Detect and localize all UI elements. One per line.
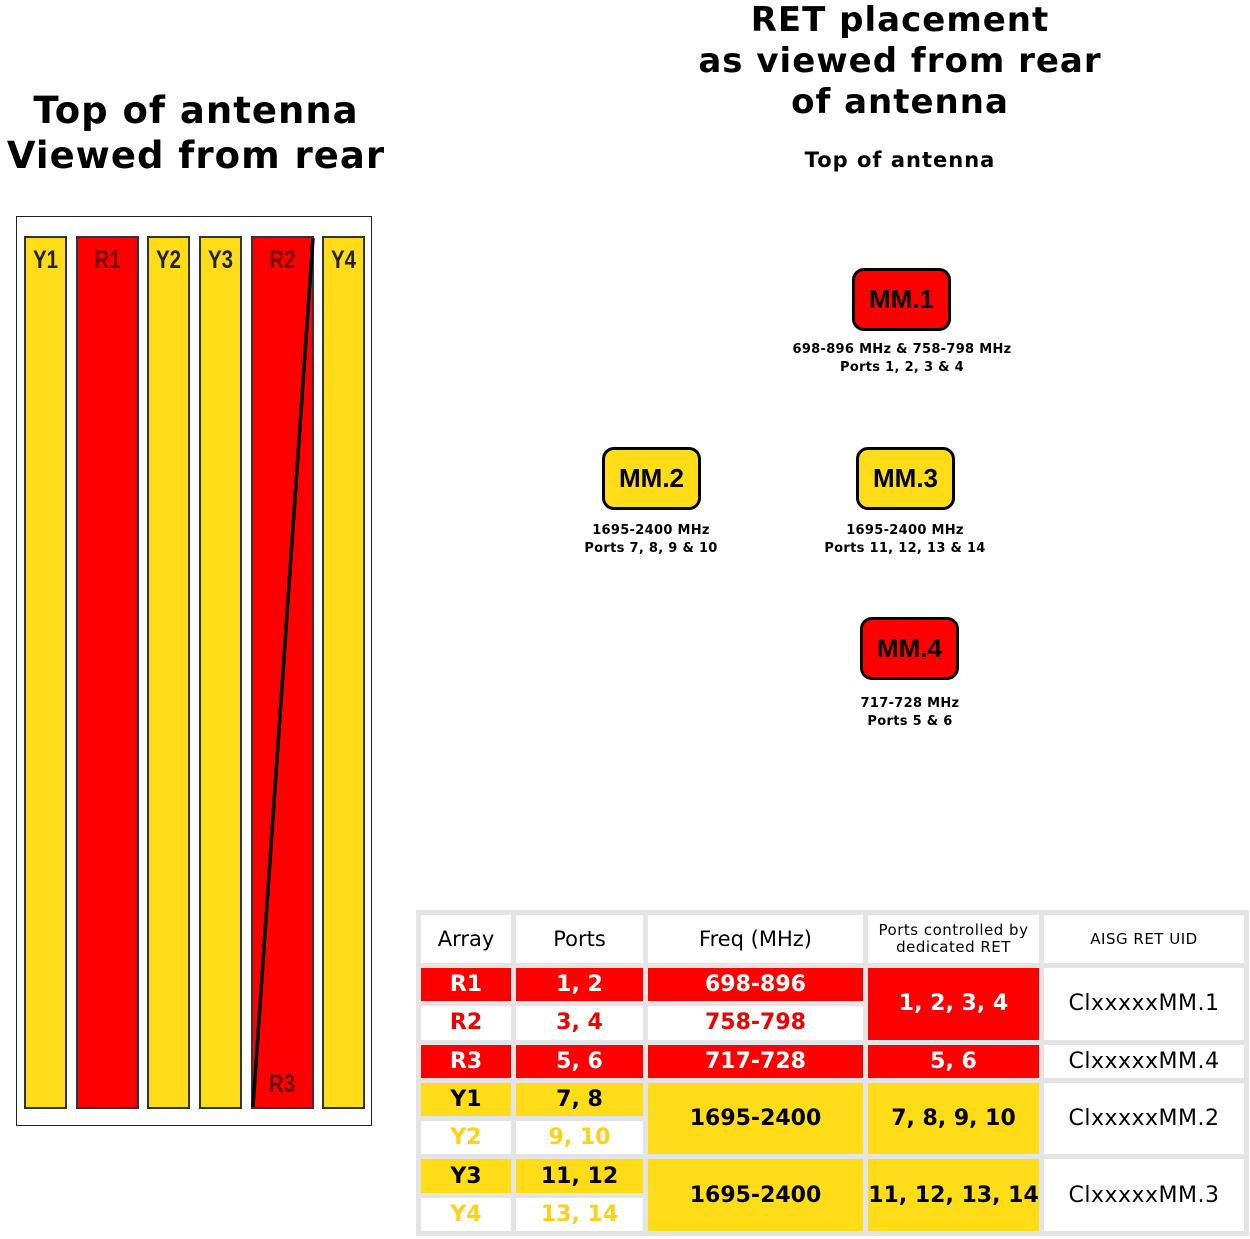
table-row: Y4 13, 14 — [421, 1197, 1244, 1231]
ret-unit-mm3-freq: 1695-2400 MHz — [846, 523, 964, 538]
ret-unit-mm2: MM.2 — [602, 447, 701, 510]
cell-freq-r2: 758-798 — [648, 1006, 863, 1040]
cell-array-r1: R1 — [421, 968, 511, 1002]
ret-unit-mm2-freq: 1695-2400 MHz — [592, 523, 710, 538]
ret-unit-mm3-caption: 1695-2400 MHz Ports 11, 12, 13 & 14 — [805, 522, 1005, 558]
ret-unit-mm3: MM.3 — [856, 447, 955, 510]
array-label-y2: Y2 — [155, 246, 182, 274]
cell-controlled-mm3: 11, 12, 13, 14 — [868, 1159, 1039, 1231]
cell-uid-mm2: ClxxxxxMM.2 — [1044, 1082, 1244, 1155]
ret-unit-mm4-ports: Ports 5 & 6 — [867, 714, 953, 729]
cell-array-r2: R2 — [421, 1006, 511, 1040]
cell-uid-mm1: ClxxxxxMM.1 — [1044, 968, 1244, 1040]
ret-placement-heading: RET placement as viewed from rear of ant… — [650, 0, 1150, 123]
cell-ports-y3: 11, 12 — [516, 1159, 643, 1193]
cell-freq-r1: 698-896 — [648, 968, 863, 1002]
cell-array-y3: Y3 — [421, 1159, 511, 1193]
ret-unit-mm1-ports: Ports 1, 2, 3 & 4 — [840, 360, 964, 375]
array-label-r1: R1 — [94, 246, 121, 274]
cell-ports-y1: 7, 8 — [516, 1082, 643, 1117]
array-column-y1 — [24, 236, 67, 1109]
ret-unit-mm1-caption: 698-896 MHz & 758-798 MHz Ports 1, 2, 3 … — [752, 341, 1052, 377]
cell-controlled-mm1: 1, 2, 3, 4 — [868, 968, 1039, 1040]
cell-uid-mm4: ClxxxxxMM.4 — [1044, 1044, 1244, 1078]
cell-ports-r3: 5, 6 — [516, 1044, 643, 1078]
cell-array-y2: Y2 — [421, 1121, 511, 1155]
cell-array-y4: Y4 — [421, 1197, 511, 1231]
antenna-view-heading: Top of antenna Viewed from rear — [0, 88, 392, 178]
array-column-y2 — [147, 236, 190, 1109]
cell-uid-mm3: ClxxxxxMM.3 — [1044, 1159, 1244, 1231]
array-column-r2 — [251, 236, 314, 1109]
cell-freq-mm2: 1695-2400 — [648, 1082, 863, 1155]
cell-ports-y2: 9, 10 — [516, 1121, 643, 1155]
cell-freq-r3: 717-728 — [648, 1044, 863, 1078]
table-row: Y1 7, 8 1695-2400 7, 8, 9, 10 ClxxxxxMM.… — [421, 1082, 1244, 1155]
header-ports: Ports — [516, 915, 643, 963]
array-column-y3 — [199, 236, 242, 1109]
ret-unit-mm2-ports: Ports 7, 8, 9 & 10 — [584, 541, 718, 556]
ret-port-mapping-table: Array Ports Freq (MHz) Ports controlled … — [416, 910, 1249, 1236]
cell-ports-r1: 1, 2 — [516, 968, 643, 1002]
array-label-y3: Y3 — [207, 246, 234, 274]
ret-heading-line2: as viewed from rear — [698, 41, 1102, 81]
array-column-r1 — [76, 236, 139, 1109]
ret-unit-mm1: MM.1 — [852, 268, 951, 331]
cell-ports-r2: 3, 4 — [516, 1006, 643, 1040]
array-column-y4 — [322, 236, 365, 1109]
header-array: Array — [421, 915, 511, 963]
antenna-view-heading-line2: Viewed from rear — [6, 134, 386, 177]
cell-array-y1: Y1 — [421, 1082, 511, 1117]
array-label-r3: R3 — [268, 1070, 296, 1098]
cell-ports-y4: 13, 14 — [516, 1197, 643, 1231]
table-row: R3 5, 6 717-728 5, 6 ClxxxxxMM.4 — [421, 1044, 1244, 1078]
header-freq: Freq (MHz) — [648, 915, 863, 963]
table-row: Y3 11, 12 1695-2400 11, 12, 13, 14 Clxxx… — [421, 1159, 1244, 1231]
table-row: R1 1, 2 698-896 1, 2, 3, 4 ClxxxxxMM.1 — [421, 968, 1244, 1040]
array-label-y1: Y1 — [32, 246, 59, 274]
ret-unit-mm2-caption: 1695-2400 MHz Ports 7, 8, 9 & 10 — [551, 522, 751, 558]
ret-heading-line1: RET placement — [750, 0, 1050, 40]
cell-array-r3: R3 — [421, 1044, 511, 1078]
ret-unit-mm4-caption: 717-728 MHz Ports 5 & 6 — [810, 695, 1010, 731]
ret-top-of-antenna-label: Top of antenna — [804, 148, 996, 172]
array-label-y4: Y4 — [330, 246, 357, 274]
header-ports-controlled: Ports controlled by dedicated RET — [868, 915, 1039, 963]
header-aisg-uid: AISG RET UID — [1044, 915, 1244, 963]
ret-heading-line3: of antenna — [791, 82, 1009, 122]
antenna-outline — [16, 216, 372, 1126]
table-row: R2 3, 4 758-798 — [421, 1006, 1244, 1040]
ret-unit-mm4-freq: 717-728 MHz — [860, 696, 960, 711]
table-header-row: Array Ports Freq (MHz) Ports controlled … — [421, 915, 1244, 963]
ret-unit-mm4: MM.4 — [860, 617, 959, 680]
ret-unit-mm1-freq: 698-896 MHz & 758-798 MHz — [792, 342, 1012, 357]
cell-freq-mm3: 1695-2400 — [648, 1159, 863, 1231]
array-label-r2: R2 — [269, 246, 296, 274]
antenna-view-heading-line1: Top of antenna — [33, 89, 359, 132]
cell-controlled-mm4: 5, 6 — [868, 1044, 1039, 1078]
cell-controlled-mm2: 7, 8, 9, 10 — [868, 1082, 1039, 1155]
table-row: Y2 9, 10 — [421, 1121, 1244, 1155]
ret-unit-mm3-ports: Ports 11, 12, 13 & 14 — [824, 541, 986, 556]
